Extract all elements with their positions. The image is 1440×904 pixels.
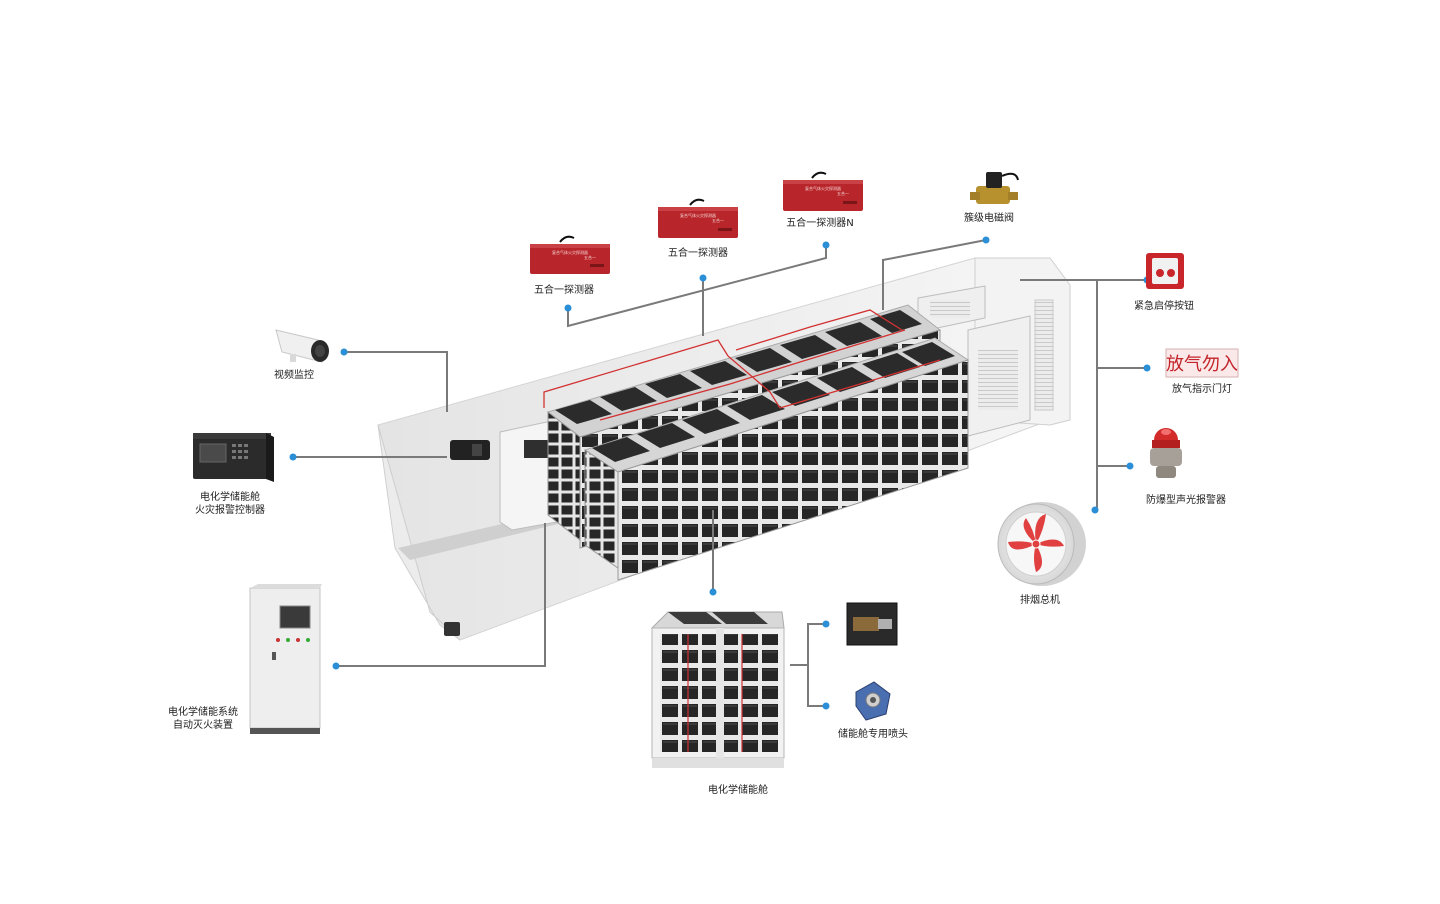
label-video-monitor: 视频监控 (274, 370, 314, 381)
right-door-vents (1034, 299, 1054, 411)
label-emergency-button: 紧急启停按钮 (1134, 301, 1194, 312)
label-battery-cabin: 电化学储能舱 (708, 785, 768, 796)
line-detectors (567, 245, 827, 328)
label-detector-2: 五合一探测器 (668, 248, 728, 259)
solenoid-valve-device (970, 172, 1019, 204)
fire-alarm-controller-device (193, 433, 274, 482)
explosion-alarm-device (1150, 428, 1182, 478)
video-camera-device (275, 329, 329, 363)
detector-n-device: 复合气体火灾探测器 五合一 (783, 171, 863, 211)
ac-grille (930, 300, 970, 318)
line-nozzle (807, 623, 826, 707)
label-nozzle: 储能舱专用喷头 (838, 729, 908, 740)
top-red-wiring (543, 309, 941, 421)
end-cabinet-vents (978, 350, 1018, 410)
connector-dots (289, 236, 1151, 710)
extinguishing-cabinet-device (249, 584, 322, 734)
in-cabin-camera (450, 440, 490, 460)
detector-1-panel-text: 复合气体火灾探测器 (552, 249, 588, 255)
label-extinguisher-line1: 电化学储能系统 (168, 707, 238, 718)
label-alarm-controller: 电化学储能舱 火灾报警控制器 (195, 491, 265, 517)
battery-cabin-detail (650, 611, 785, 768)
label-detector-n: 五合一探测器N (786, 218, 854, 229)
nozzle-device (855, 681, 891, 721)
pipe-fitting-device (846, 602, 898, 646)
label-extinguisher-line2: 自动灭火装置 (173, 720, 233, 731)
label-explosion-alarm: 防爆型声光报警器 (1146, 495, 1226, 506)
label-alarm-controller-line2: 火灾报警控制器 (195, 505, 265, 516)
module-lids (555, 310, 955, 462)
detector-1-device: 复合气体火灾探测器 五合一 (530, 235, 610, 274)
detector-2-panel-sub: 五合一 (712, 217, 724, 223)
exhaust-fan-device (997, 502, 1086, 586)
in-cabin-controller-screen (524, 440, 548, 458)
detector-2-device: 复合气体火灾探测器 五合一 (658, 198, 738, 238)
label-alarm-controller-line1: 电化学储能舱 (200, 492, 260, 503)
detector-n-panel-text: 复合气体火灾探测器 (805, 185, 841, 191)
line-camera (344, 351, 448, 412)
gas-release-sign-device: 放气勿入 (1165, 348, 1239, 378)
connector-lines (293, 239, 1147, 707)
label-extinguisher: 电化学储能系统 自动灭火装置 (168, 706, 238, 732)
detector-2-panel-text: 复合气体火灾探测器 (680, 212, 716, 218)
line-valve (882, 239, 987, 310)
battery-racks (543, 304, 970, 581)
label-solenoid-valve: 簇级电磁阀 (964, 213, 1014, 224)
gas-sign-text: 放气勿入 (1166, 354, 1238, 375)
label-exhaust-fan: 排烟总机 (1020, 595, 1060, 606)
detector-1-panel-sub: 五合一 (584, 254, 596, 260)
floor-device (444, 622, 460, 636)
front-rack-front (617, 359, 969, 581)
detector-n-panel-sub: 五合一 (837, 190, 849, 196)
in-cabin-camera-lens (472, 444, 482, 456)
emergency-button-device (1146, 253, 1184, 289)
label-detector-1: 五合一探测器 (534, 285, 594, 296)
line-extinguisher (336, 523, 546, 667)
label-gas-release-sign: 放气指示门灯 (1172, 384, 1232, 395)
